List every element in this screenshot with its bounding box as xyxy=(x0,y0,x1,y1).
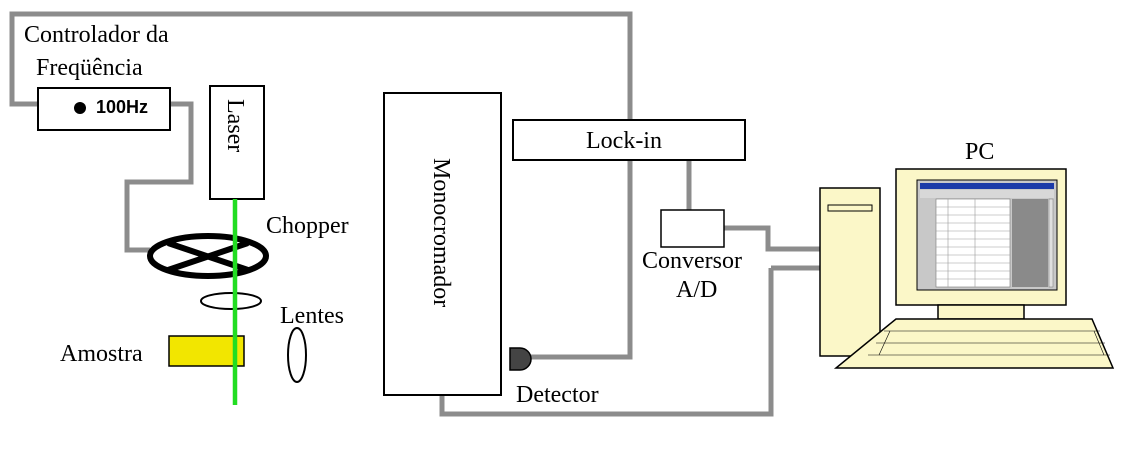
controller-label-line2: Freqüência xyxy=(36,55,143,81)
cable-controller-to-chopper xyxy=(124,101,194,253)
computer-icon xyxy=(819,168,1115,369)
cable-controller-to-lockin xyxy=(9,11,633,120)
chopper-icon xyxy=(147,233,269,279)
laser: Laser xyxy=(209,85,265,200)
pc-tower-drive xyxy=(827,204,873,212)
cable-monochromator-to-pc xyxy=(439,268,774,417)
detector-label: Detector xyxy=(516,382,599,408)
cables xyxy=(9,11,820,417)
pc-window-titlebar xyxy=(920,183,1054,189)
lockin: Lock-in xyxy=(512,119,746,161)
pc-window-sheet xyxy=(935,198,1011,288)
controller-box xyxy=(37,87,171,131)
sample-label: Amostra xyxy=(60,341,143,367)
lockin-box xyxy=(512,119,746,161)
pc-window-grid xyxy=(936,199,1010,287)
pc-tower xyxy=(819,187,881,357)
chopper-label: Chopper xyxy=(266,213,349,239)
lens-icon xyxy=(287,327,307,383)
pc-window-right-panel xyxy=(1012,199,1048,287)
ad-converter: Conversor A/D xyxy=(642,209,742,303)
frequency-indicator-dot-icon xyxy=(74,102,86,114)
lockin-label: Lock-in xyxy=(586,128,662,154)
detector-icon xyxy=(509,347,532,371)
monochromator: Monocromador xyxy=(383,92,502,396)
pc-keyboard-keys xyxy=(868,330,1110,356)
converter-label-line1: Conversor xyxy=(642,248,742,274)
lens-icon xyxy=(200,292,262,310)
pc-monitor-neck xyxy=(937,304,1025,320)
controller-label-line1: Controlador da xyxy=(24,22,169,48)
converter-box xyxy=(660,209,725,248)
laser-label: Laser xyxy=(222,99,248,152)
pc-window-scrollbar xyxy=(1048,198,1054,288)
cable-converter-to-pc-upper xyxy=(724,225,820,252)
lenses-label: Lentes xyxy=(280,303,344,329)
monochromator-box xyxy=(383,92,502,396)
sample-box xyxy=(168,335,245,367)
frequency-value: 100Hz xyxy=(96,97,148,117)
pc-label: PC xyxy=(965,139,994,165)
cable-detector-to-lockin xyxy=(528,160,633,360)
frequency-controller: Controlador da Freqüência 100Hz xyxy=(24,22,171,131)
converter-label-line2: A/D xyxy=(676,277,717,303)
laser-box xyxy=(209,85,265,200)
pc-window-menubar xyxy=(920,190,1054,198)
monochromator-label: Monocromador xyxy=(428,158,454,307)
